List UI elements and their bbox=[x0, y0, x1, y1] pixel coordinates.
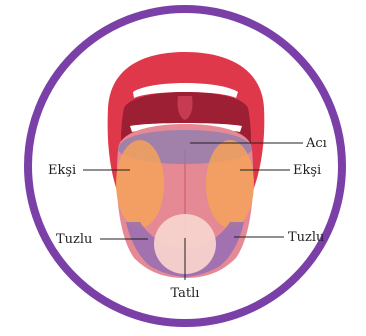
label-sour-left: Ekşi bbox=[48, 163, 76, 178]
label-bitter: Acı bbox=[305, 136, 327, 151]
sour-zone-right bbox=[206, 140, 254, 228]
label-salty-right: Tuzlu bbox=[288, 230, 324, 245]
label-salty-left: Tuzlu bbox=[56, 232, 92, 247]
sour-zone-left bbox=[116, 140, 164, 228]
label-sour-right: Ekşi bbox=[293, 163, 321, 178]
label-sweet: Tatlı bbox=[171, 286, 200, 301]
